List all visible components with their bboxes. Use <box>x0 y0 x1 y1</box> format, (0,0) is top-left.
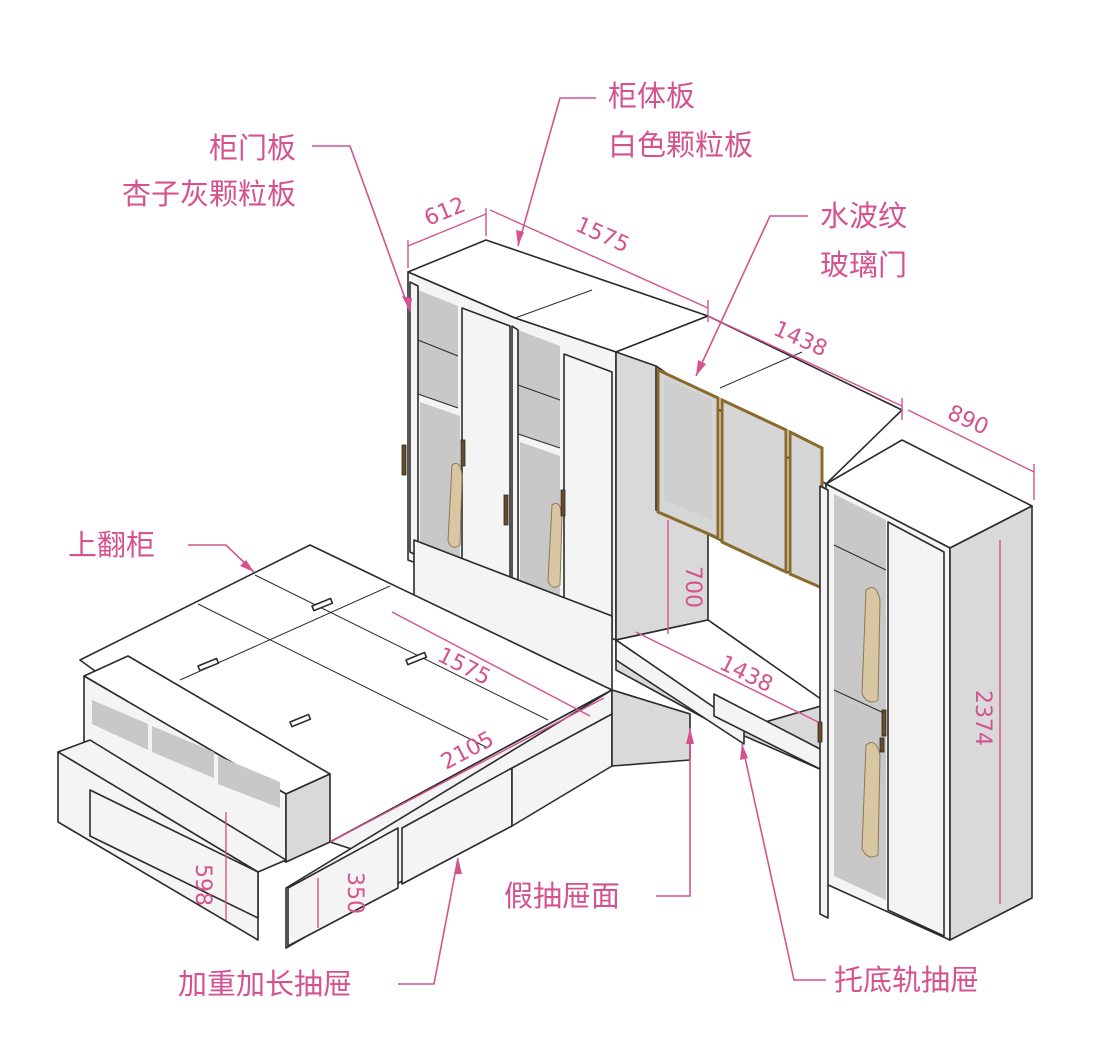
callout-flip-cabinet: 上翻柜 <box>68 528 155 562</box>
callout-rail-drawer: 托底轨抽屉 <box>834 963 979 997</box>
leader-heavy-drawer <box>398 857 459 985</box>
callout-body-panel-2: 白色颗粒板 <box>608 128 753 162</box>
dim-bridge-gap: 700 <box>680 566 705 608</box>
callout-fake-drawer: 假抽屉面 <box>504 879 620 913</box>
left-wardrobe <box>401 239 709 691</box>
leader-body-panel <box>517 97 596 247</box>
leader-door-panel <box>312 145 411 313</box>
dim-tall-height: 2374 <box>970 690 995 746</box>
dim-tall-depth: 890 <box>944 401 993 441</box>
callout-glass-door-2: 玻璃门 <box>820 248 907 282</box>
dim-headboard-height: 598 <box>190 864 215 906</box>
leader-flip-cabinet <box>188 544 255 573</box>
bed <box>57 544 691 949</box>
leader-glass-door <box>695 215 808 377</box>
callout-body-panel-1: 柜体板 <box>608 79 695 113</box>
dim-drawer-height: 350 <box>342 872 367 914</box>
callout-heavy-drawer: 加重加长抽屉 <box>178 967 352 1001</box>
leader-fake-drawer <box>656 728 691 897</box>
dim-wardrobe-depth: 612 <box>421 193 469 232</box>
callout-door-panel-2: 杏子灰颗粒板 <box>122 177 296 211</box>
leader-rail-drawer <box>741 743 826 981</box>
tall-cabinet <box>817 439 1033 941</box>
callout-glass-door-1: 水波纹 <box>820 199 907 233</box>
callout-door-panel-1: 柜门板 <box>209 131 296 165</box>
annotations: 柜门板 杏子灰颗粒板 柜体板 白色颗粒板 水波纹 玻璃门 上翻柜 假抽屉面 加重… <box>68 79 979 1001</box>
